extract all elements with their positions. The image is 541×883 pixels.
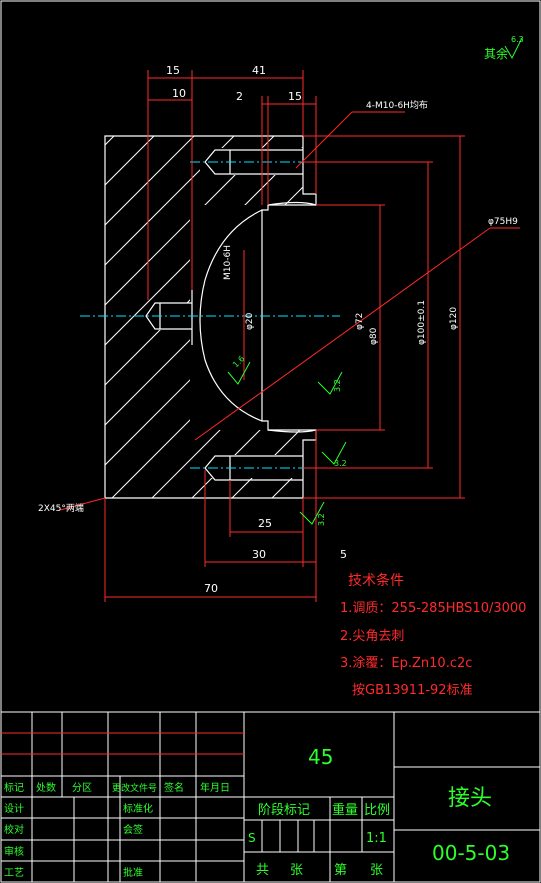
- part-name: 接头: [448, 786, 492, 811]
- sheet-label: 张: [290, 863, 303, 878]
- role-standard: 标准化: [123, 802, 153, 815]
- rev-header-2: 分区: [72, 782, 92, 794]
- rev-header-3: 更改文件号: [112, 782, 157, 794]
- part-number: 00-5-03: [432, 841, 510, 865]
- callout-phi72: φ72: [355, 313, 365, 330]
- rev-header-0: 标记: [4, 782, 24, 794]
- dim-70: 70: [204, 582, 218, 595]
- callout-chamfer: 2X45°两端: [38, 502, 84, 514]
- roughness-symbols: [227, 37, 523, 525]
- rev-header-1: 处数: [36, 781, 56, 794]
- callout-phi20: φ20: [245, 312, 255, 330]
- dimension-lines: [59, 70, 520, 602]
- total-label: 共: [256, 863, 269, 878]
- no-label: 第: [334, 863, 347, 878]
- centerlines: [80, 161, 340, 469]
- role-approve: 批准: [123, 866, 143, 879]
- dim-5: 5: [340, 548, 347, 561]
- dim-15-inner: 15: [288, 90, 302, 103]
- tech-item-2: 2.尖角去刺: [340, 629, 404, 644]
- dim-30: 30: [252, 548, 266, 561]
- rev-header-4: 签名: [164, 781, 184, 794]
- tech-item-1: 1.调质：255-285HBS10/3000: [340, 601, 526, 616]
- role-process: 工艺: [4, 867, 24, 879]
- surface-note: 其余: [484, 46, 508, 61]
- scale-label: 比例: [364, 803, 390, 818]
- tech-title: 技术条件: [348, 572, 404, 589]
- tech-item-3: 3.涂覆：Ep.Zn10.c2c: [340, 655, 472, 671]
- sheet2-label: 张: [370, 863, 383, 878]
- rev-header-5: 年月日: [200, 781, 230, 794]
- part-outline: [104, 135, 317, 499]
- callout-phi100: φ100±0.1: [417, 300, 427, 345]
- dim-41: 41: [252, 64, 266, 77]
- callout-bore-fit: φ75H9: [488, 217, 518, 227]
- dim-25: 25: [258, 517, 272, 530]
- callout-thread-holes: 4-M10-6H均布: [366, 99, 428, 111]
- dim-15-top: 15: [166, 64, 180, 77]
- callout-phi80: φ80: [369, 327, 379, 345]
- dim-10: 10: [172, 87, 186, 100]
- stage-value: S: [248, 831, 256, 845]
- weight-label: 重量: [332, 802, 358, 818]
- callout-phi120: φ120: [449, 307, 459, 330]
- tech-item-4: 按GB13911-92标准: [352, 683, 473, 698]
- rough-32c: 3.2: [317, 513, 326, 526]
- callout-m10: M10-6H: [223, 245, 233, 280]
- rough-32b: 3.2: [334, 459, 347, 468]
- role-check: 校对: [4, 823, 24, 836]
- dim-2: 2: [236, 90, 243, 103]
- title-block-red-lines: [1, 732, 244, 755]
- surface-value: 6.3: [511, 35, 524, 44]
- material: 45: [308, 745, 333, 769]
- rough-32a: 3.2: [333, 379, 342, 392]
- role-countersign: 会签: [123, 823, 143, 836]
- role-design: 设计: [4, 802, 24, 815]
- role-review: 审核: [4, 845, 24, 858]
- scale-value: 1:1: [366, 831, 387, 846]
- stage-label: 阶段标记: [258, 803, 310, 818]
